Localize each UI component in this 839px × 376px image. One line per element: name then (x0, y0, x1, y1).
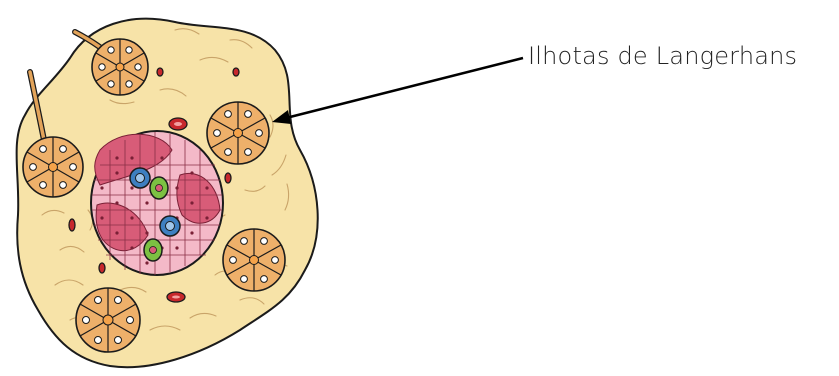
acinus (76, 288, 140, 352)
acinus (223, 229, 285, 291)
islet-green-cell (144, 239, 162, 261)
islet-green-cell (150, 177, 168, 199)
islet-blue-cell (130, 168, 150, 188)
islet-blue-cell (160, 216, 180, 236)
acinus (92, 39, 148, 95)
arrow-left-icon (272, 58, 523, 124)
islets-label: Ilhotas de Langerhans (528, 42, 797, 70)
islet-of-langerhans (91, 131, 223, 275)
acinus (207, 102, 269, 164)
acinus (23, 137, 83, 197)
